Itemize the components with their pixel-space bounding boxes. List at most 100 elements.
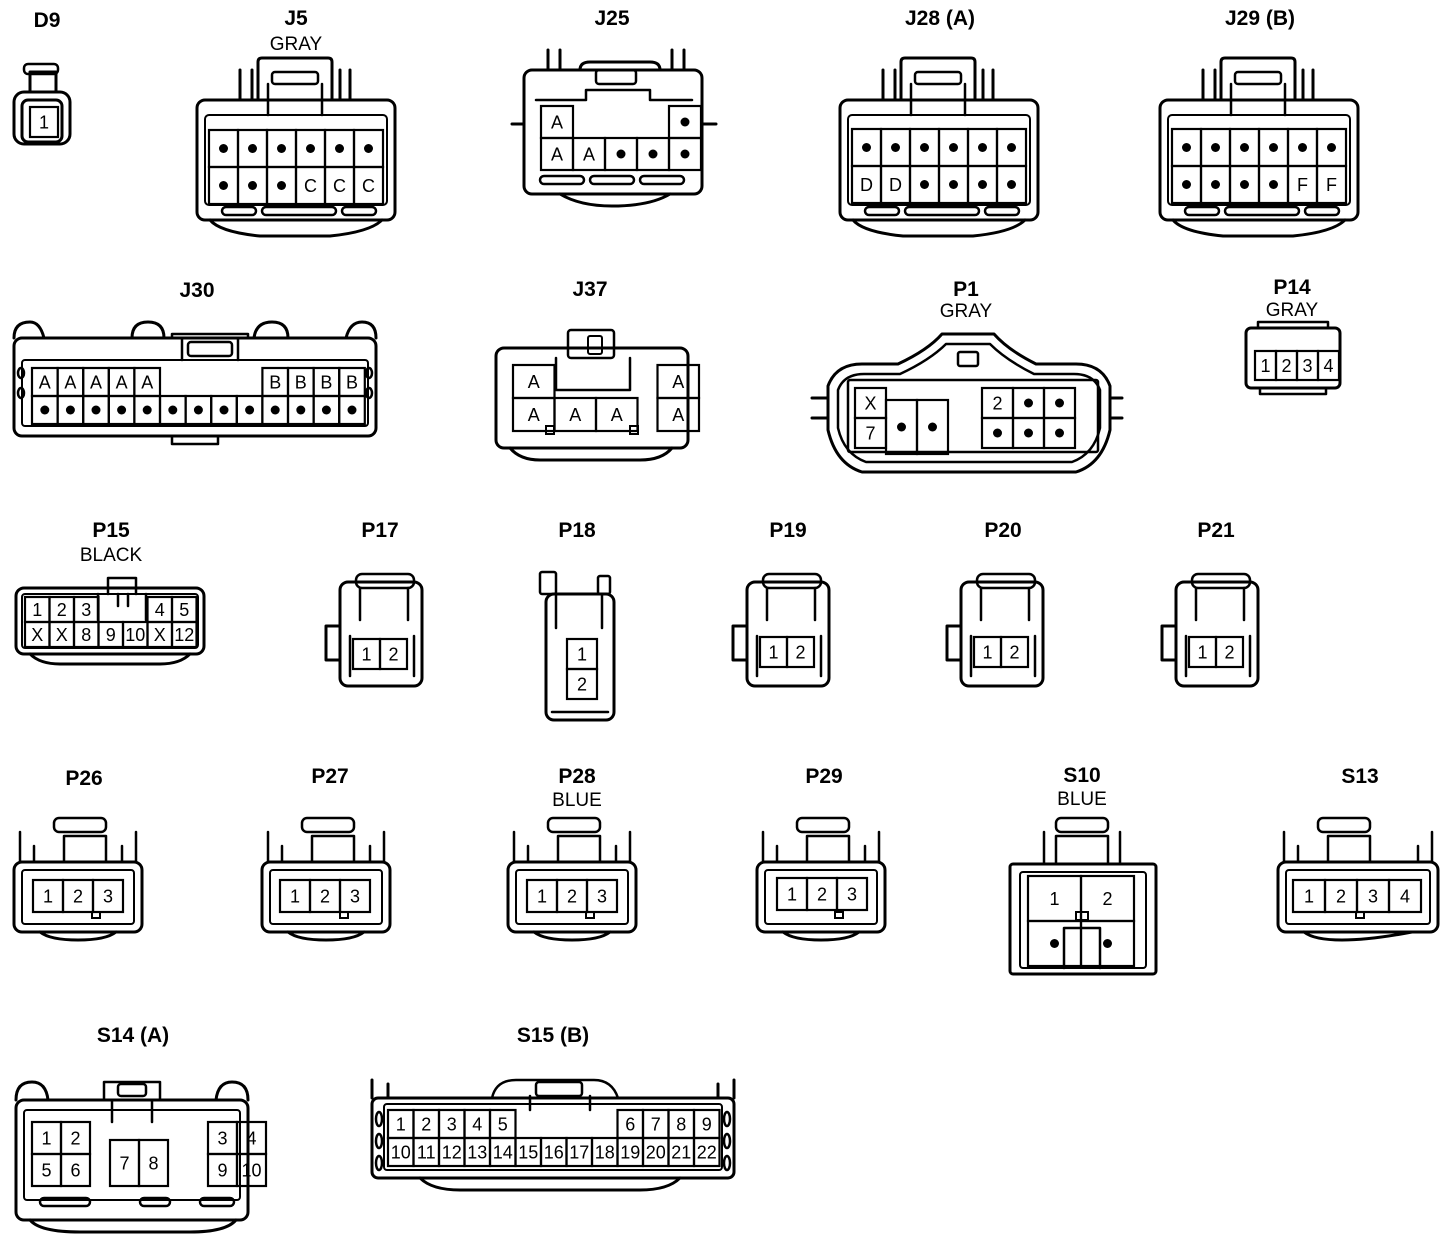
pin-label: 18 [595, 1143, 615, 1163]
housing-detail [554, 356, 632, 392]
housing-detail [490, 1078, 620, 1100]
pin-cell [378, 637, 409, 671]
housing-detail [554, 592, 604, 630]
pin-label: 10 [241, 1161, 261, 1181]
pin-label: 9 [106, 625, 116, 645]
vent-slot [588, 174, 636, 186]
pin-label: A [528, 372, 540, 392]
housing-detail [1201, 68, 1315, 102]
housing-outline [1158, 98, 1360, 222]
pin-dot [1055, 398, 1064, 408]
pin-label: 2 [1224, 643, 1234, 663]
pin-label: 7 [651, 1115, 661, 1135]
pin-dot [1007, 180, 1016, 189]
connector-title: P15 [92, 519, 130, 542]
pin-dot [193, 405, 203, 415]
housing-detail [851, 218, 1027, 238]
pin-dot [1298, 143, 1307, 152]
housing-detail [1219, 56, 1297, 102]
vent-slot [374, 1132, 384, 1150]
housing-detail [1258, 386, 1328, 396]
vent-slot [903, 205, 981, 217]
pin-label: 2 [73, 887, 83, 907]
housing-detail [546, 48, 686, 72]
housing-outline [338, 580, 424, 688]
housing-outline [14, 1098, 250, 1222]
pin-dot [321, 405, 331, 415]
connector-title: J37 [572, 278, 607, 301]
pin-label: 8 [81, 625, 91, 645]
pin-label: 2 [992, 394, 1002, 414]
pin-dot [65, 405, 75, 415]
housing-outline [506, 860, 638, 934]
pin-label: A [551, 145, 563, 165]
housing-outline [22, 62, 60, 76]
pin-label: A [672, 372, 684, 392]
vent-slot [983, 205, 1021, 217]
pin-label: B [346, 373, 358, 393]
housing-detail [18, 830, 138, 864]
pin-dot [306, 144, 315, 153]
housing-detail [1282, 830, 1434, 864]
connector-title: D9 [34, 9, 61, 32]
pin-label: 2 [70, 1129, 80, 1149]
housing-outline [195, 98, 397, 222]
pin-dot [1024, 398, 1033, 408]
pin-label: 4 [246, 1129, 256, 1149]
pin-label: 1 [982, 643, 992, 663]
vent-slot [638, 174, 686, 186]
pin-label: 1 [32, 600, 42, 620]
pin-cell [137, 1138, 170, 1188]
housing-detail [899, 56, 977, 102]
housing-detail [836, 342, 1102, 464]
pin-label: 1 [768, 643, 778, 663]
vent-slot [722, 1154, 732, 1172]
vent-slot [538, 174, 586, 186]
pin-label: 3 [597, 887, 607, 907]
pin-label: A [569, 405, 581, 425]
pin-label: X [31, 625, 43, 645]
housing-outline [1276, 860, 1440, 934]
pin-label: A [64, 373, 76, 393]
pin-cell [28, 105, 60, 139]
connector-title: P27 [311, 765, 348, 788]
pin-label: 3 [1302, 356, 1312, 376]
vent-slot [38, 1196, 92, 1208]
vent-slot [722, 1132, 732, 1150]
pin-dot [277, 144, 286, 153]
housing-detail [969, 634, 1037, 678]
connector-title: P14 [1273, 276, 1311, 299]
pin-dot [1055, 428, 1064, 438]
housing-outline [1054, 816, 1110, 834]
housing-outline [975, 572, 1037, 590]
housing-detail [556, 834, 602, 864]
housing-outline [594, 68, 638, 86]
housing-detail [28, 70, 58, 94]
pin-label: F [1326, 175, 1337, 195]
housing-detail [130, 320, 290, 340]
pin-label: 1 [396, 1115, 406, 1135]
housing-detail [1171, 218, 1347, 238]
housing-detail [14, 1080, 250, 1102]
pin-label: 9 [217, 1161, 227, 1181]
pin-cell [338, 878, 372, 914]
housing-outline [566, 328, 616, 360]
pin-label: 2 [421, 1115, 431, 1135]
connector-color-label: GRAY [270, 34, 323, 55]
pin-cell [352, 165, 385, 206]
housing-detail [558, 192, 672, 208]
pin-cell [835, 876, 869, 912]
housing-outline [534, 1080, 584, 1098]
housing-outline [587, 335, 603, 355]
pin-label: A [528, 405, 540, 425]
pin-dot [1211, 180, 1220, 189]
housing-outline [1174, 580, 1260, 688]
housing-detail [810, 396, 1124, 420]
pin-dot [277, 181, 286, 190]
pin-label: 2 [577, 675, 587, 695]
